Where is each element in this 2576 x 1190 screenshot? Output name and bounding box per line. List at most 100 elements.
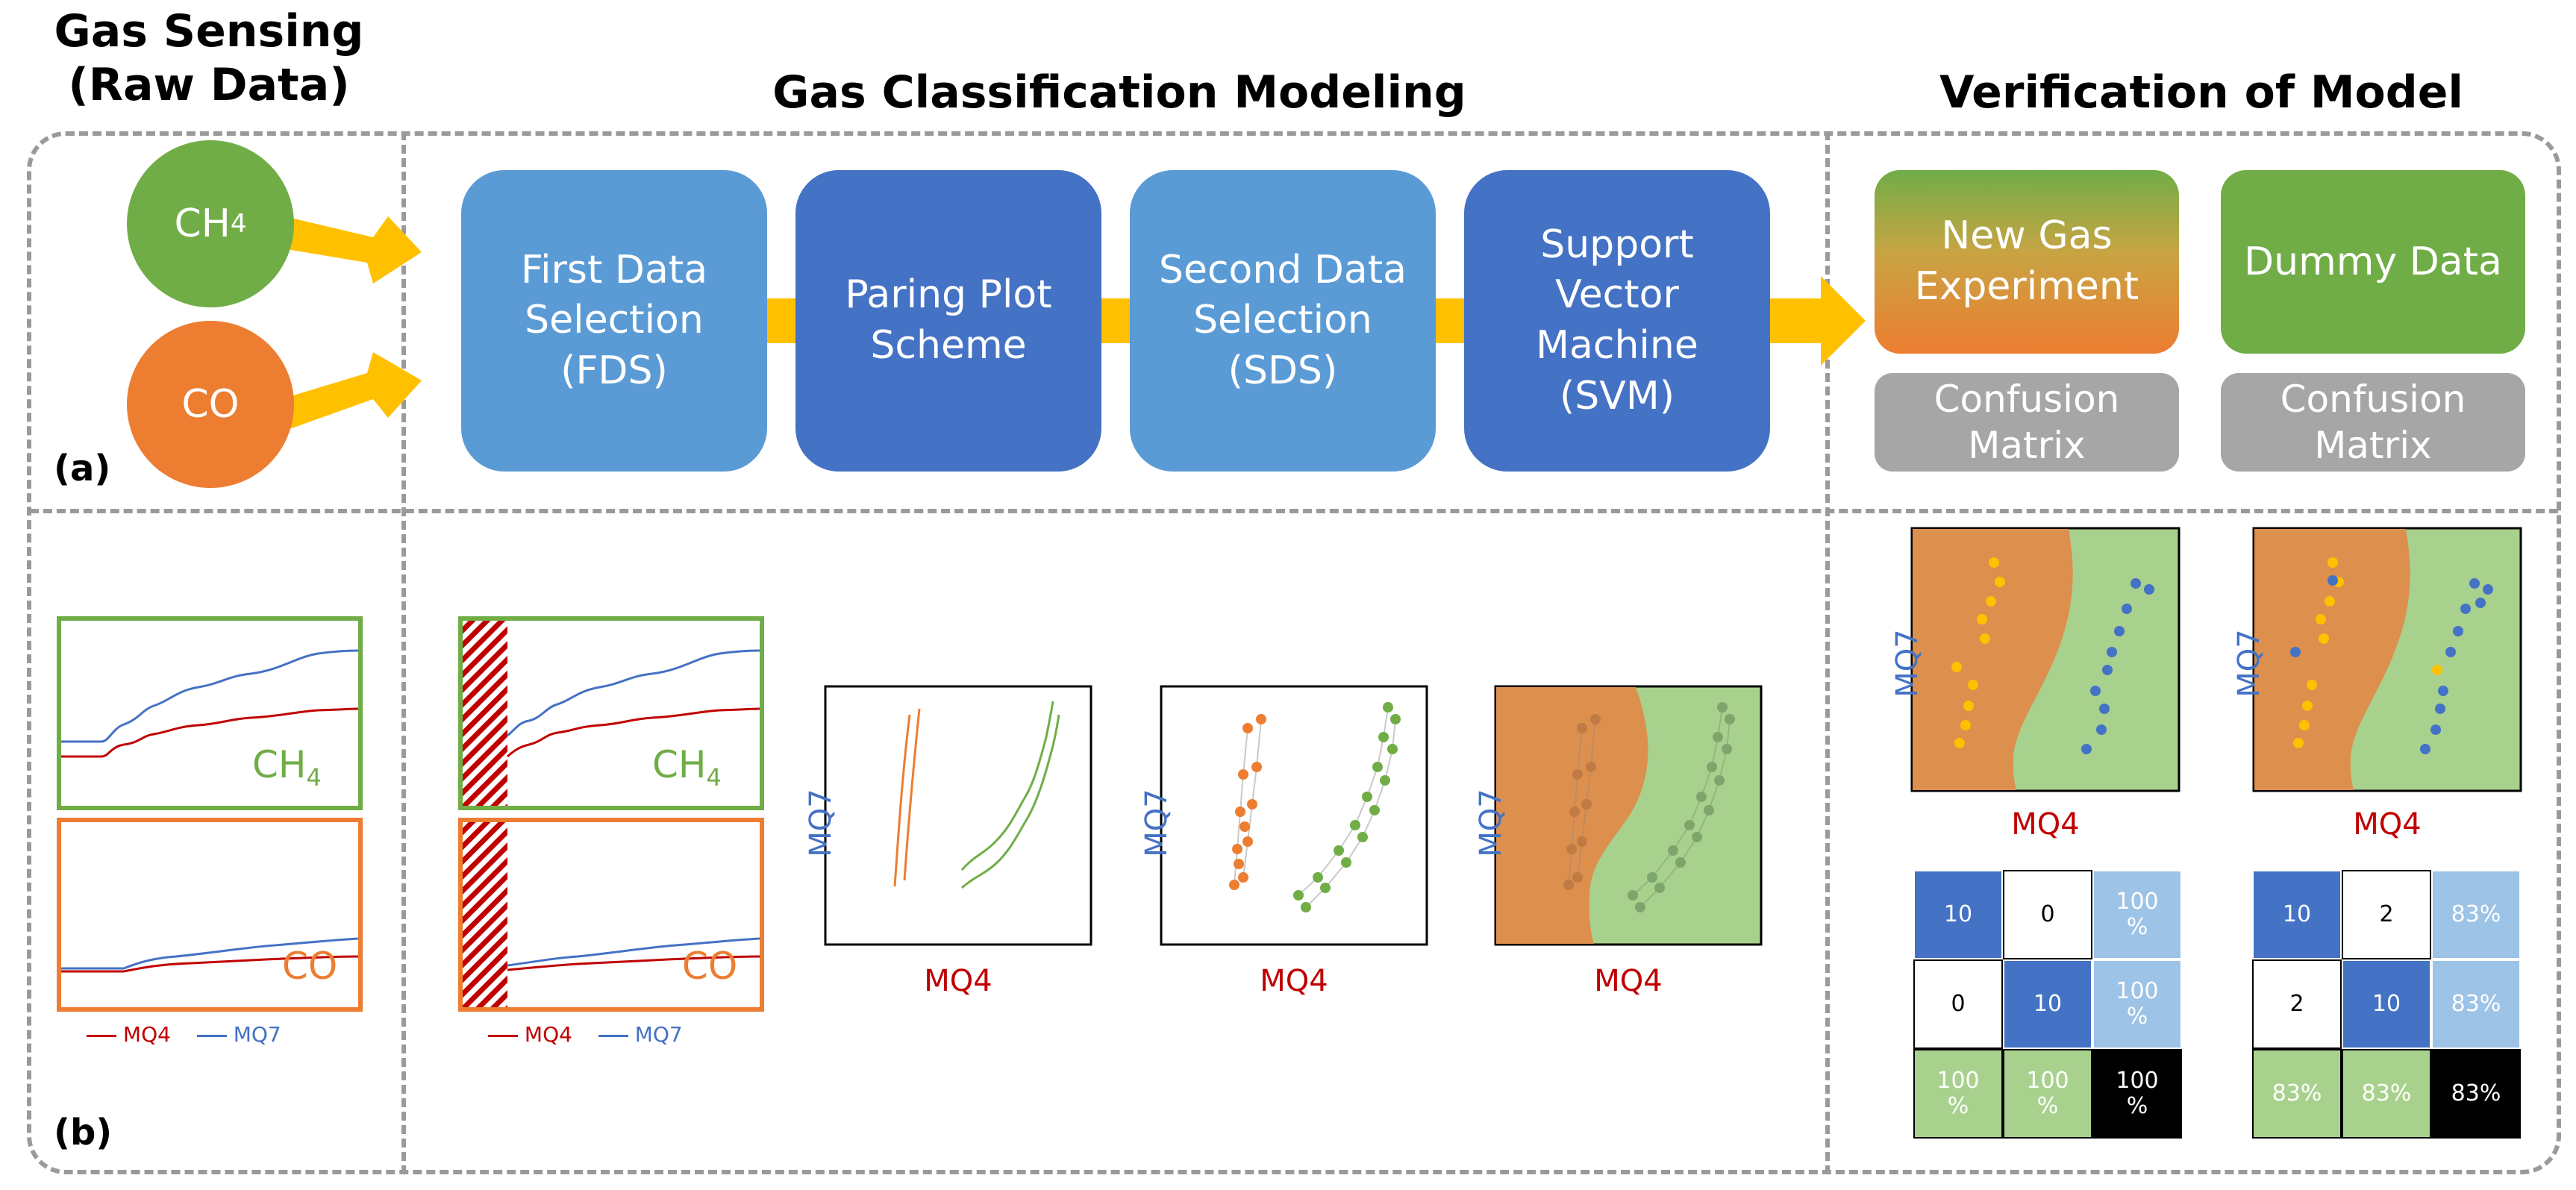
dummy-data-box: Dummy Data <box>2221 170 2525 354</box>
raw-ch4-label: CH4 <box>252 743 322 792</box>
cm-right-cell-1-2: 83% <box>2431 959 2521 1049</box>
fds-co-mq7-line <box>507 937 760 967</box>
pairing-x-label: MQ4 <box>924 964 992 998</box>
sds-co-points <box>1229 714 1266 890</box>
raw-ch4-text: CH <box>252 743 307 786</box>
panel-tag-b: (b) <box>54 1112 113 1153</box>
panel-tag-a: (a) <box>54 448 111 489</box>
verify-left-ch4-points <box>2081 578 2154 754</box>
cm-right-cell-0-0: 10 <box>2252 870 2342 959</box>
fds-panel-ch4 <box>458 616 764 810</box>
new-gas-experiment-box: New Gas Experiment <box>1875 170 2179 354</box>
cm-left-cell-1-2: 100 % <box>2092 959 2182 1049</box>
sds-ch4-points <box>1293 702 1401 912</box>
fds-ch4-sub: 4 <box>706 763 722 792</box>
co-circle: CO <box>127 321 294 488</box>
verify-left-x-label: MQ4 <box>2011 807 2080 842</box>
fds-ch4-hatch <box>463 621 507 806</box>
cm-left-cell-0-0: 10 <box>1913 870 2003 959</box>
fds-ch4-mq7-line <box>507 649 760 737</box>
pairing-co-curve-a <box>893 714 911 887</box>
legend-left-mq4-swatch <box>87 1034 116 1037</box>
step-sds: Second Data Selection (SDS) <box>1130 170 1436 472</box>
raw-ch4-mq4-line <box>61 707 359 758</box>
verify-right-orange-region <box>2254 529 2410 790</box>
confusion-matrix-label-left: Confusion Matrix <box>1875 373 2179 472</box>
verify-plot-right <box>2252 527 2522 792</box>
fds-co-mq4-line <box>507 955 760 971</box>
ch4-circle-label: CH <box>174 201 231 246</box>
sds-plot <box>1160 685 1428 946</box>
fds-panel-co <box>458 818 764 1012</box>
legend-left-mq7-swatch <box>196 1034 227 1037</box>
legend-middle-mq7-swatch <box>598 1034 628 1037</box>
sds-y-label: MQ7 <box>1139 789 1174 857</box>
legend-middle-mq4: MQ4 <box>524 1022 572 1047</box>
raw-co-mq4-line <box>61 955 359 973</box>
raw-ch4-sub: 4 <box>306 763 322 792</box>
cm-left-cell-2-1: 100 % <box>2003 1049 2092 1139</box>
fds-ch4-mq4-line <box>507 707 760 758</box>
cm-left-cell-1-0: 0 <box>1913 959 2003 1049</box>
raw-co-mq7-line <box>61 937 359 970</box>
legend-middle-mq4-swatch <box>488 1034 518 1037</box>
arrow-ch4 <box>269 213 422 284</box>
verify-left-co-points <box>1951 557 2005 748</box>
fds-ch4-text: CH <box>652 743 707 786</box>
cm-right-cell-2-1: 83% <box>2342 1049 2431 1139</box>
sds-x-label: MQ4 <box>1260 964 1328 998</box>
svm-x-label: MQ4 <box>1594 964 1663 998</box>
verify-plot-left <box>1910 527 2180 792</box>
verify-right-ch4-points <box>2290 575 2493 754</box>
outer-frame <box>27 131 2561 1174</box>
legend-middle: MQ4 MQ7 <box>488 1022 683 1047</box>
fds-co-hatch <box>463 822 507 1007</box>
confusion-matrix-label-right: Confusion Matrix <box>2221 373 2525 472</box>
legend-left: MQ4 MQ7 <box>87 1022 281 1047</box>
fds-co-label: CO <box>682 945 738 988</box>
ch4-circle-sub: 4 <box>230 209 247 239</box>
legend-left-mq7: MQ7 <box>233 1022 281 1047</box>
verify-right-co-points <box>2293 557 2442 748</box>
cm-left-cell-2-2: 100 % <box>2092 1049 2182 1139</box>
arrow-to-verification <box>1761 276 1866 366</box>
cm-left-cell-0-1: 0 <box>2003 870 2092 959</box>
raw-panel-ch4 <box>57 616 363 810</box>
cm-left-cell-2-0: 100 % <box>1913 1049 2003 1139</box>
pairing-plot <box>824 685 1092 946</box>
co-circle-label: CO <box>181 382 240 427</box>
step-svm: Support Vector Machine (SVM) <box>1464 170 1770 472</box>
header-verification: Verification of Model <box>1939 66 2463 119</box>
step-fds: First Data Selection (FDS) <box>461 170 767 472</box>
arrow-co <box>269 352 422 436</box>
svm-plot <box>1494 685 1763 946</box>
cm-right-cell-1-1: 10 <box>2342 959 2431 1049</box>
header-classification: Gas Classification Modeling <box>772 66 1466 119</box>
cm-right-cell-2-0: 83% <box>2252 1049 2342 1139</box>
verify-right-y-label: MQ7 <box>2232 629 2266 698</box>
confusion-matrix-left: 10 0 100 % 0 10 100 % 100 % 100 % 100 % <box>1913 870 2182 1139</box>
raw-co-label: CO <box>282 945 338 988</box>
divider-horizontal <box>30 509 2558 513</box>
pairing-ch4-curve-a <box>960 701 1054 871</box>
verify-left-y-label: MQ7 <box>1890 629 1925 698</box>
svm-co-points <box>1563 714 1601 890</box>
cm-right-cell-0-2: 83% <box>2431 870 2521 959</box>
verify-right-x-label: MQ4 <box>2353 807 2422 842</box>
cm-right-cell-1-0: 2 <box>2252 959 2342 1049</box>
raw-panel-co <box>57 818 363 1012</box>
svm-y-label: MQ7 <box>1474 789 1508 857</box>
fds-ch4-label: CH4 <box>652 743 722 792</box>
divider-left <box>401 131 406 1174</box>
header-gas-sensing: Gas Sensing (Raw Data) <box>54 5 364 111</box>
legend-middle-mq7: MQ7 <box>634 1022 683 1047</box>
verify-left-orange-region <box>1913 529 2073 790</box>
cm-left-cell-0-2: 100 % <box>2092 870 2182 959</box>
confusion-matrix-right: 10 2 83% 2 10 83% 83% 83% 83% <box>2252 870 2521 1139</box>
raw-ch4-mq7-line <box>61 649 359 743</box>
cm-left-cell-1-1: 10 <box>2003 959 2092 1049</box>
cm-right-cell-0-1: 2 <box>2342 870 2431 959</box>
cm-right-cell-2-2: 83% <box>2431 1049 2521 1139</box>
pairing-co-curve-b <box>903 708 921 881</box>
pairing-ch4-curve-b <box>960 714 1060 889</box>
